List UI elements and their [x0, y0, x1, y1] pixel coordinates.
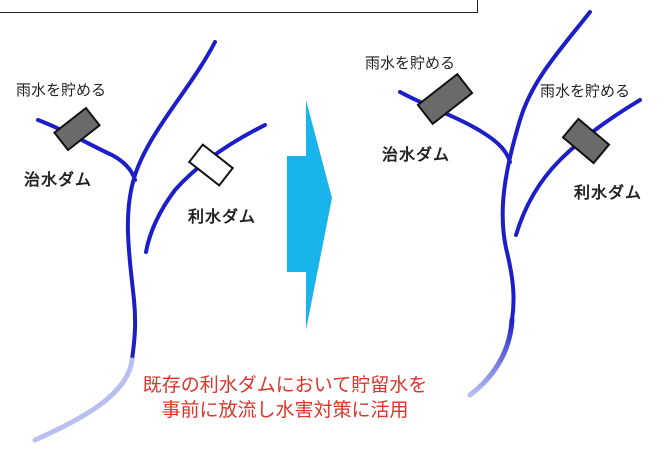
caption-line-2: 事前に放流し水害対策に活用: [161, 399, 409, 421]
tributary-right-after: [514, 98, 642, 237]
rain-label-before: 雨水を貯める: [16, 81, 107, 99]
water-use-dam-label-before: 利水ダム: [188, 207, 257, 226]
main-river-before: [125, 40, 217, 362]
flood-dam-before: [53, 106, 101, 152]
water-use-dam-before: [187, 143, 235, 187]
flood-dam-label-after: 治水ダム: [382, 145, 451, 164]
river-downstream-after: [467, 317, 515, 398]
river-downstream-before: [32, 357, 135, 443]
flood-dam-after: [416, 72, 474, 126]
rain-label-after-right: 雨水を貯める: [540, 82, 631, 100]
caption: 既存の利水ダムにおいて貯留水を 事前に放流し水害対策に活用: [60, 373, 510, 423]
main-river-after: [500, 10, 592, 322]
transition-arrow: [287, 100, 332, 330]
caption-line-1: 既存の利水ダムにおいて貯留水を: [142, 374, 428, 396]
water-use-dam-after: [561, 117, 611, 165]
water-use-dam-label-after: 利水ダム: [574, 183, 643, 202]
top-frame: [0, 0, 478, 13]
rain-label-after-left: 雨水を貯める: [365, 54, 456, 72]
tributary-right-before: [144, 123, 267, 254]
flood-dam-label-before: 治水ダム: [24, 170, 93, 189]
